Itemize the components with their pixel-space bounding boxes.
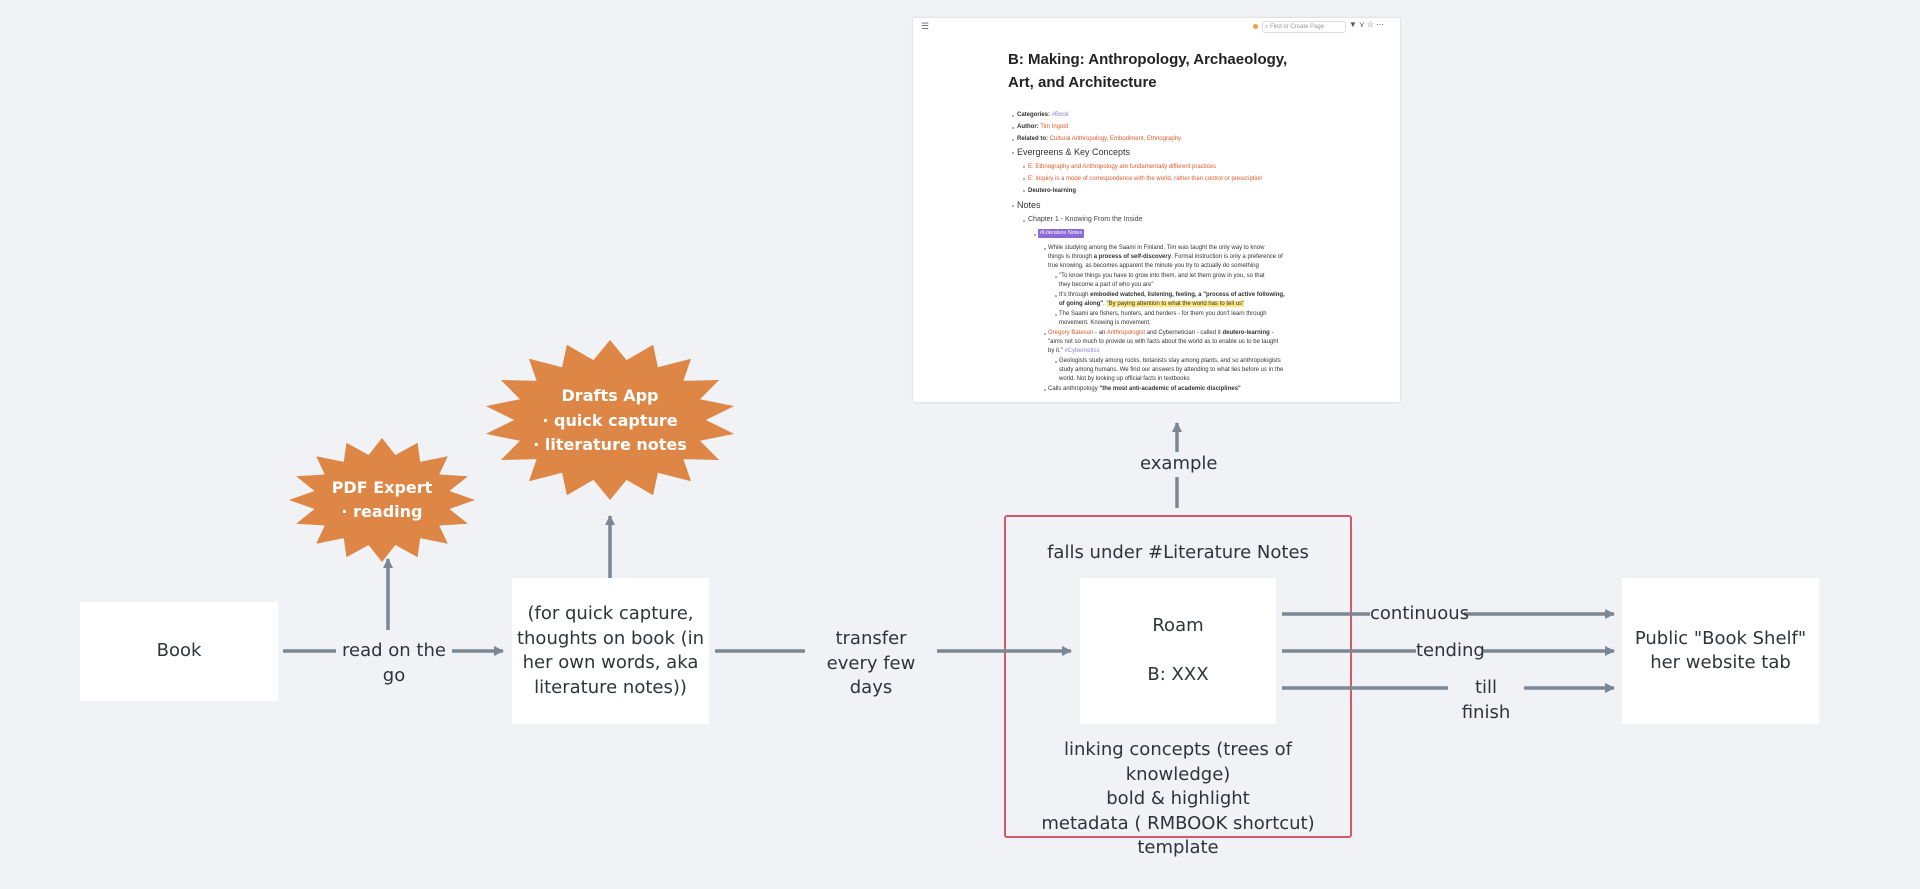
- bateson-2: "aims not so much to provide us with fac…: [1048, 339, 1279, 345]
- falls-under-label: falls under #Literature Notes: [1047, 542, 1309, 563]
- book-shelf-label: Public "Book Shelf" her website tab: [1634, 627, 1807, 674]
- evergreens-heading: Evergreens & Key Concepts: [1017, 147, 1131, 157]
- bateson-3: by it." #Cybernetics: [1048, 348, 1100, 354]
- drafts-text: Drafts App · quick capture · literature …: [533, 386, 687, 455]
- bateson-1: Gregory Bateson - an Anthropologist and …: [1048, 330, 1274, 336]
- roam-group-frame: [1004, 515, 1352, 838]
- roam-node: Roam B: XXX: [1080, 578, 1276, 724]
- evergreen-2[interactable]: E: Inquiry is a mode of correspondence w…: [1028, 176, 1263, 182]
- more-icon[interactable]: ⋯: [1375, 20, 1386, 29]
- quote-3b: movement. Knowing is movement.: [1059, 320, 1151, 326]
- related-line: Related to: Cultural Anthropology, Embod…: [1017, 136, 1181, 142]
- linking-concepts-label: linking concepts (trees of knowledge) bo…: [1041, 739, 1315, 858]
- geologists-1: Geologists study among rocks, botanists …: [1059, 358, 1281, 364]
- evergreen-1[interactable]: E: Ethnography and Anthropology are fund…: [1028, 164, 1217, 170]
- continuous-label: continuous: [1370, 602, 1469, 627]
- literature-notes-label: (for quick capture, thoughts on book (in…: [516, 603, 705, 698]
- search-input[interactable]: ⌕ Find or Create Page: [1262, 21, 1346, 33]
- anti-academic-line: Calls anthropology "the most anti-academ…: [1048, 386, 1241, 392]
- book-shelf-node: Public "Book Shelf" her website tab: [1622, 578, 1819, 724]
- pdf-expert-star: [289, 438, 475, 562]
- para-1c: true knowing, as becomes apparent the mi…: [1048, 263, 1259, 269]
- transfer-label: transfer every few days: [805, 627, 937, 701]
- book-label: Book: [156, 640, 202, 662]
- roam-page-label: B: XXX: [1147, 663, 1209, 685]
- notes-heading: Notes: [1017, 200, 1041, 210]
- star-icon[interactable]: ☆: [1366, 20, 1376, 29]
- geologists-2: study among humans. We find our answers …: [1059, 367, 1284, 373]
- quote-1b: they become a part of who you are": [1059, 282, 1154, 288]
- quote-3a: The Saami are fishers, hunters, and herd…: [1059, 311, 1267, 317]
- filter-icon[interactable]: ▼: [1349, 20, 1359, 29]
- example-label: example: [1140, 452, 1217, 477]
- book-node: Book: [80, 602, 278, 701]
- categories-line: Categories: #Book: [1017, 112, 1069, 118]
- search-placeholder: Find or Create Page: [1270, 24, 1325, 30]
- roam-page-screenshot: ☰ ⌕ Find or Create Page ▼⋎☆⋯ B: Making: …: [913, 18, 1400, 402]
- tending-label: tending: [1416, 639, 1485, 664]
- roam-title: Roam: [1152, 614, 1204, 636]
- quote-2b: of going along". "By paying attention to…: [1059, 301, 1245, 307]
- evergreen-3[interactable]: Deutero-learning: [1028, 188, 1077, 194]
- sync-status-dot: [1253, 24, 1258, 29]
- till-finish-label: till finish: [1448, 676, 1524, 725]
- menu-icon[interactable]: ☰: [921, 21, 930, 31]
- quote-2a: It's through embodied watched, listening…: [1059, 292, 1285, 298]
- para-1b: things is through a process of self-disc…: [1048, 254, 1283, 260]
- quote-1a: "To know things you have to grow into th…: [1059, 273, 1265, 279]
- read-on-go-label: read on the go: [336, 639, 452, 688]
- author-line: Author: Tim Ingold: [1017, 124, 1069, 130]
- drafts-star: [485, 340, 735, 500]
- search-icon: ⌕: [1265, 24, 1269, 30]
- literature-notes-tag[interactable]: #Literature Notes: [1038, 229, 1085, 238]
- literature-notes-node: (for quick capture, thoughts on book (in…: [512, 578, 709, 724]
- para-1a: While studying among the Saami in Finlan…: [1048, 245, 1265, 251]
- geologists-3: world. Not by looking up official facts …: [1059, 376, 1190, 382]
- pdf-expert-text: PDF Expert · reading: [331, 477, 433, 522]
- page-title: B: Making: Anthropology, Archaeology, Ar…: [1008, 51, 1288, 91]
- graph-icon[interactable]: ⋎: [1358, 20, 1367, 29]
- toolbar-icons: ▼⋎☆⋯: [1349, 20, 1386, 29]
- chapter-heading: Chapter 1 - Knowing From the Inside: [1028, 216, 1143, 223]
